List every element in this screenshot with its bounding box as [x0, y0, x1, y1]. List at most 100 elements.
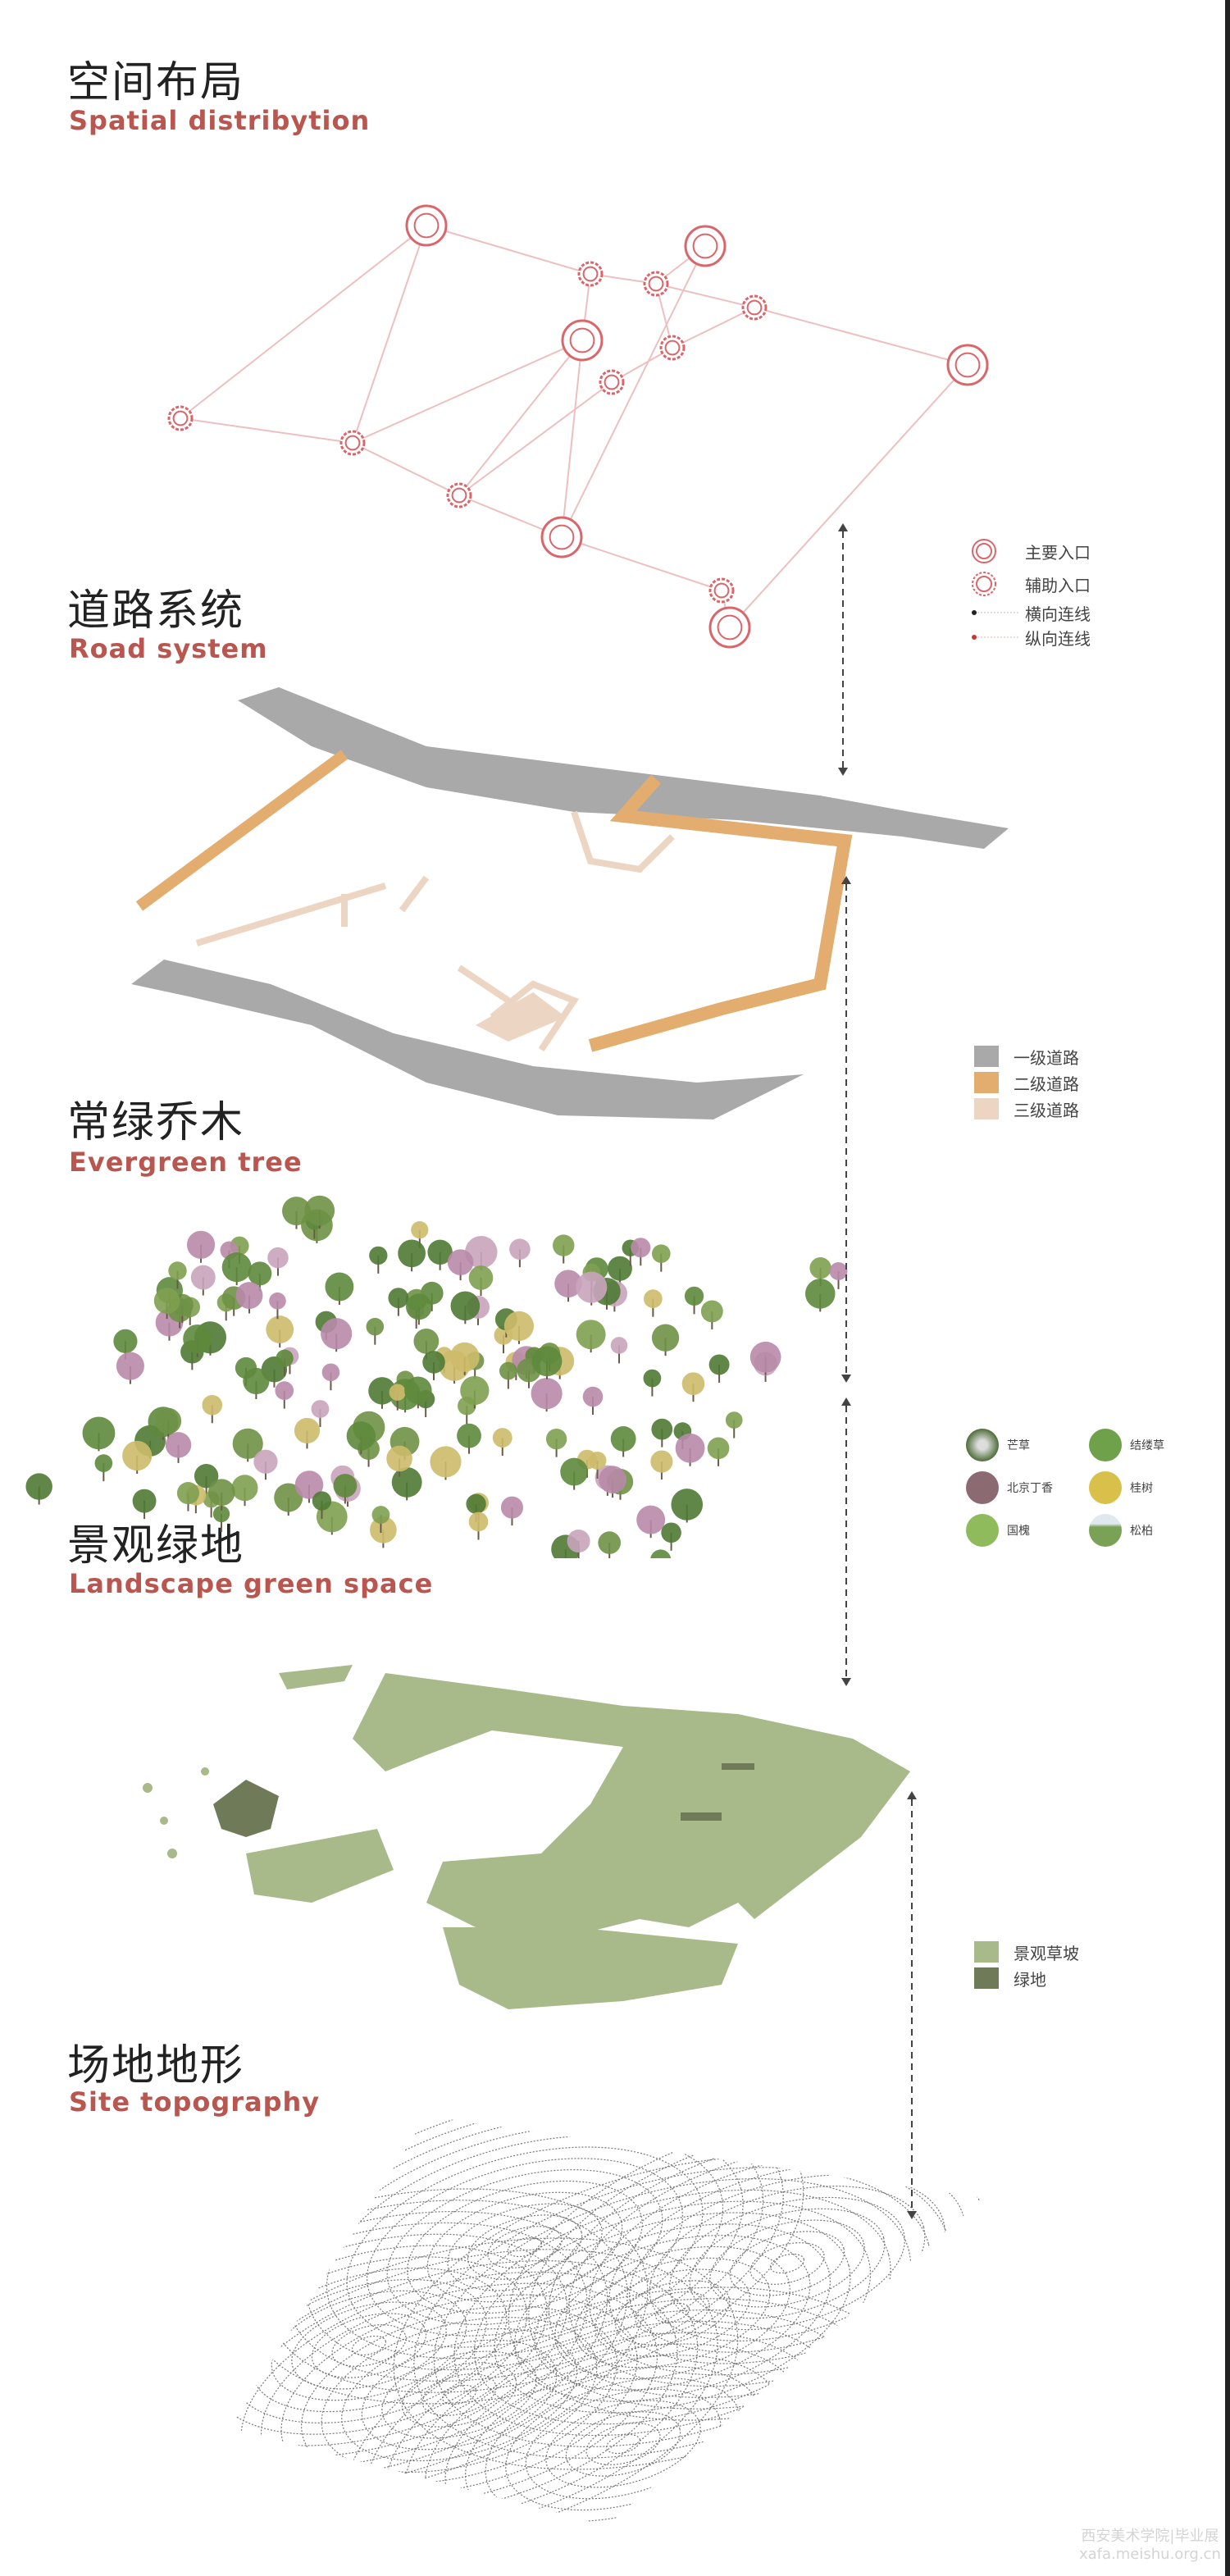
tree-mark [388, 1288, 409, 1309]
tree-mark [809, 1257, 831, 1279]
tree-mark [671, 1489, 704, 1521]
road-system-diagram [131, 687, 1009, 1119]
tree-mark [607, 1256, 632, 1281]
main-entrance-node [946, 344, 989, 386]
tree-mark [576, 1271, 608, 1303]
tree-mark [267, 1247, 289, 1269]
tree-mark [582, 1386, 604, 1407]
lilac-swatch [966, 1471, 999, 1504]
contour-line [629, 2174, 945, 2353]
legend-swatch [974, 1072, 999, 1093]
tree-mark [610, 1426, 636, 1452]
tertiary-roads [195, 810, 675, 1052]
tree-mark [253, 1449, 278, 1474]
contour-line [729, 2231, 845, 2296]
contour-line [271, 2290, 467, 2401]
tree-mark [531, 1378, 563, 1410]
tree-mark [610, 1337, 628, 1354]
tree-mark [132, 1489, 157, 1513]
tree-mark [644, 1289, 663, 1308]
tree-mark [503, 1311, 535, 1341]
zoysia-swatch [1089, 1429, 1122, 1461]
network-link [352, 225, 427, 444]
tree-mark [25, 1473, 52, 1500]
evergreen-tree-diagram [25, 1195, 848, 1558]
secondary-road-right [588, 774, 853, 1052]
tree-mark [153, 1288, 180, 1314]
miscanthus-swatch [966, 1429, 999, 1461]
tree-mark [427, 1239, 453, 1265]
tree-mark [707, 1437, 730, 1460]
tree-mark [207, 1479, 235, 1507]
landscape-green-diagram [143, 1665, 910, 2009]
main-entrance-node [708, 606, 751, 649]
tree-mark [266, 1315, 294, 1343]
legend-label: 结缕草 [1130, 1439, 1164, 1452]
tree-mark [212, 1505, 230, 1523]
tree-mark [235, 1282, 263, 1309]
contour-line [649, 2186, 926, 2341]
tree-mark [650, 1450, 673, 1473]
secondary-entrance-node [659, 335, 686, 361]
section-subtitle-tree: Evergreen tree [69, 1147, 303, 1178]
legend-label: 主要入口 [1025, 542, 1091, 563]
contour-line [351, 2335, 387, 2356]
contour-line [230, 2222, 588, 2469]
tree-mark [321, 1363, 340, 1382]
site-topography-diagram [230, 2116, 984, 2526]
tree-mark [312, 1491, 332, 1511]
watermark-line1: 西安美术学院|毕业展 [1081, 2528, 1219, 2545]
tree-mark [325, 1272, 354, 1302]
tree-mark [545, 1428, 567, 1450]
tree-mark [588, 1451, 607, 1470]
tree-mark [269, 1292, 286, 1310]
contour-line [326, 2135, 724, 2359]
tree-mark [202, 1394, 223, 1416]
tree-mark [389, 1384, 406, 1401]
tree-mark [499, 1361, 517, 1380]
tree-mark [333, 1474, 358, 1498]
legend-label: 一级道路 [1014, 1047, 1079, 1068]
contour-line [301, 2305, 617, 2484]
legend-label: 二级道路 [1014, 1074, 1079, 1094]
primary-road-top [238, 687, 1009, 849]
tree-mark [684, 1286, 704, 1306]
network-link [458, 381, 613, 496]
tree-mark [232, 1428, 263, 1459]
section-title-green: 景观绿地 [67, 1521, 245, 1571]
tree-mark [457, 1423, 481, 1448]
tree-mark [553, 1234, 575, 1256]
tree-mark [369, 1246, 388, 1265]
tree-mark [386, 1445, 412, 1472]
section-subtitle-road: Road system [69, 633, 268, 664]
network-link [754, 307, 968, 366]
tree-mark [243, 1367, 270, 1395]
tree-mark [805, 1279, 836, 1309]
network-link [180, 417, 353, 444]
contour-line [525, 2388, 722, 2500]
legend-roads: 一级道路 二级道路 三级道路 [974, 1043, 1079, 1122]
tree-mark [450, 1291, 481, 1321]
contour-line [554, 2245, 790, 2380]
network-link [561, 245, 706, 538]
section-subtitle-topography: Site topography [69, 2086, 321, 2118]
tree-mark [643, 1369, 662, 1388]
section-subtitle-green: Landscape green space [69, 1568, 434, 1599]
green-land-left [213, 1780, 279, 1837]
osmanthus-swatch [1089, 1471, 1122, 1504]
contour-line [361, 2339, 558, 2451]
tree-mark [661, 1522, 681, 1543]
tree-mark [248, 1261, 272, 1286]
contour-line [565, 2411, 681, 2477]
tree-mark [460, 1375, 490, 1406]
tree-mark [560, 1457, 589, 1486]
legend-label: 国槐 [1007, 1525, 1030, 1538]
contour-line [367, 2158, 683, 2337]
tree-mark [221, 1252, 252, 1283]
tree-mark [294, 1470, 324, 1499]
legend-swatch [974, 1098, 999, 1119]
tree-mark [186, 1230, 216, 1259]
main-entrance-node [405, 204, 448, 247]
